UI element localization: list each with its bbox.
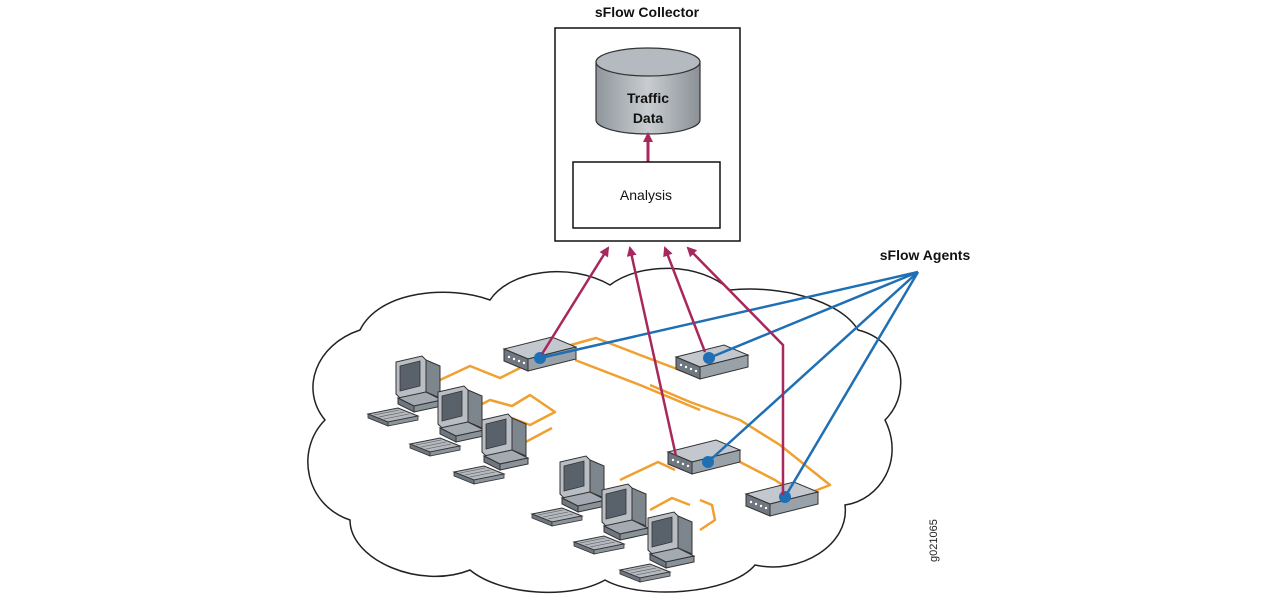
agents-label: sFlow Agents: [880, 247, 971, 263]
analysis-label: Analysis: [620, 187, 672, 203]
collector-title: sFlow Collector: [595, 4, 700, 20]
database-icon: [595, 47, 701, 135]
flow-arrows: [540, 246, 785, 495]
agent-dot: [702, 456, 714, 468]
network-cloud: [307, 267, 902, 594]
database-label-line2: Data: [633, 110, 664, 126]
agent-dot: [779, 491, 791, 503]
analysis-box: [572, 161, 721, 229]
agent-dots: [534, 352, 791, 503]
agent-dot: [534, 352, 546, 364]
database-label-line1: Traffic: [627, 90, 669, 106]
agent-lines: [539, 270, 920, 498]
agent-dot: [703, 352, 715, 364]
figure-id: g021065: [928, 519, 940, 562]
